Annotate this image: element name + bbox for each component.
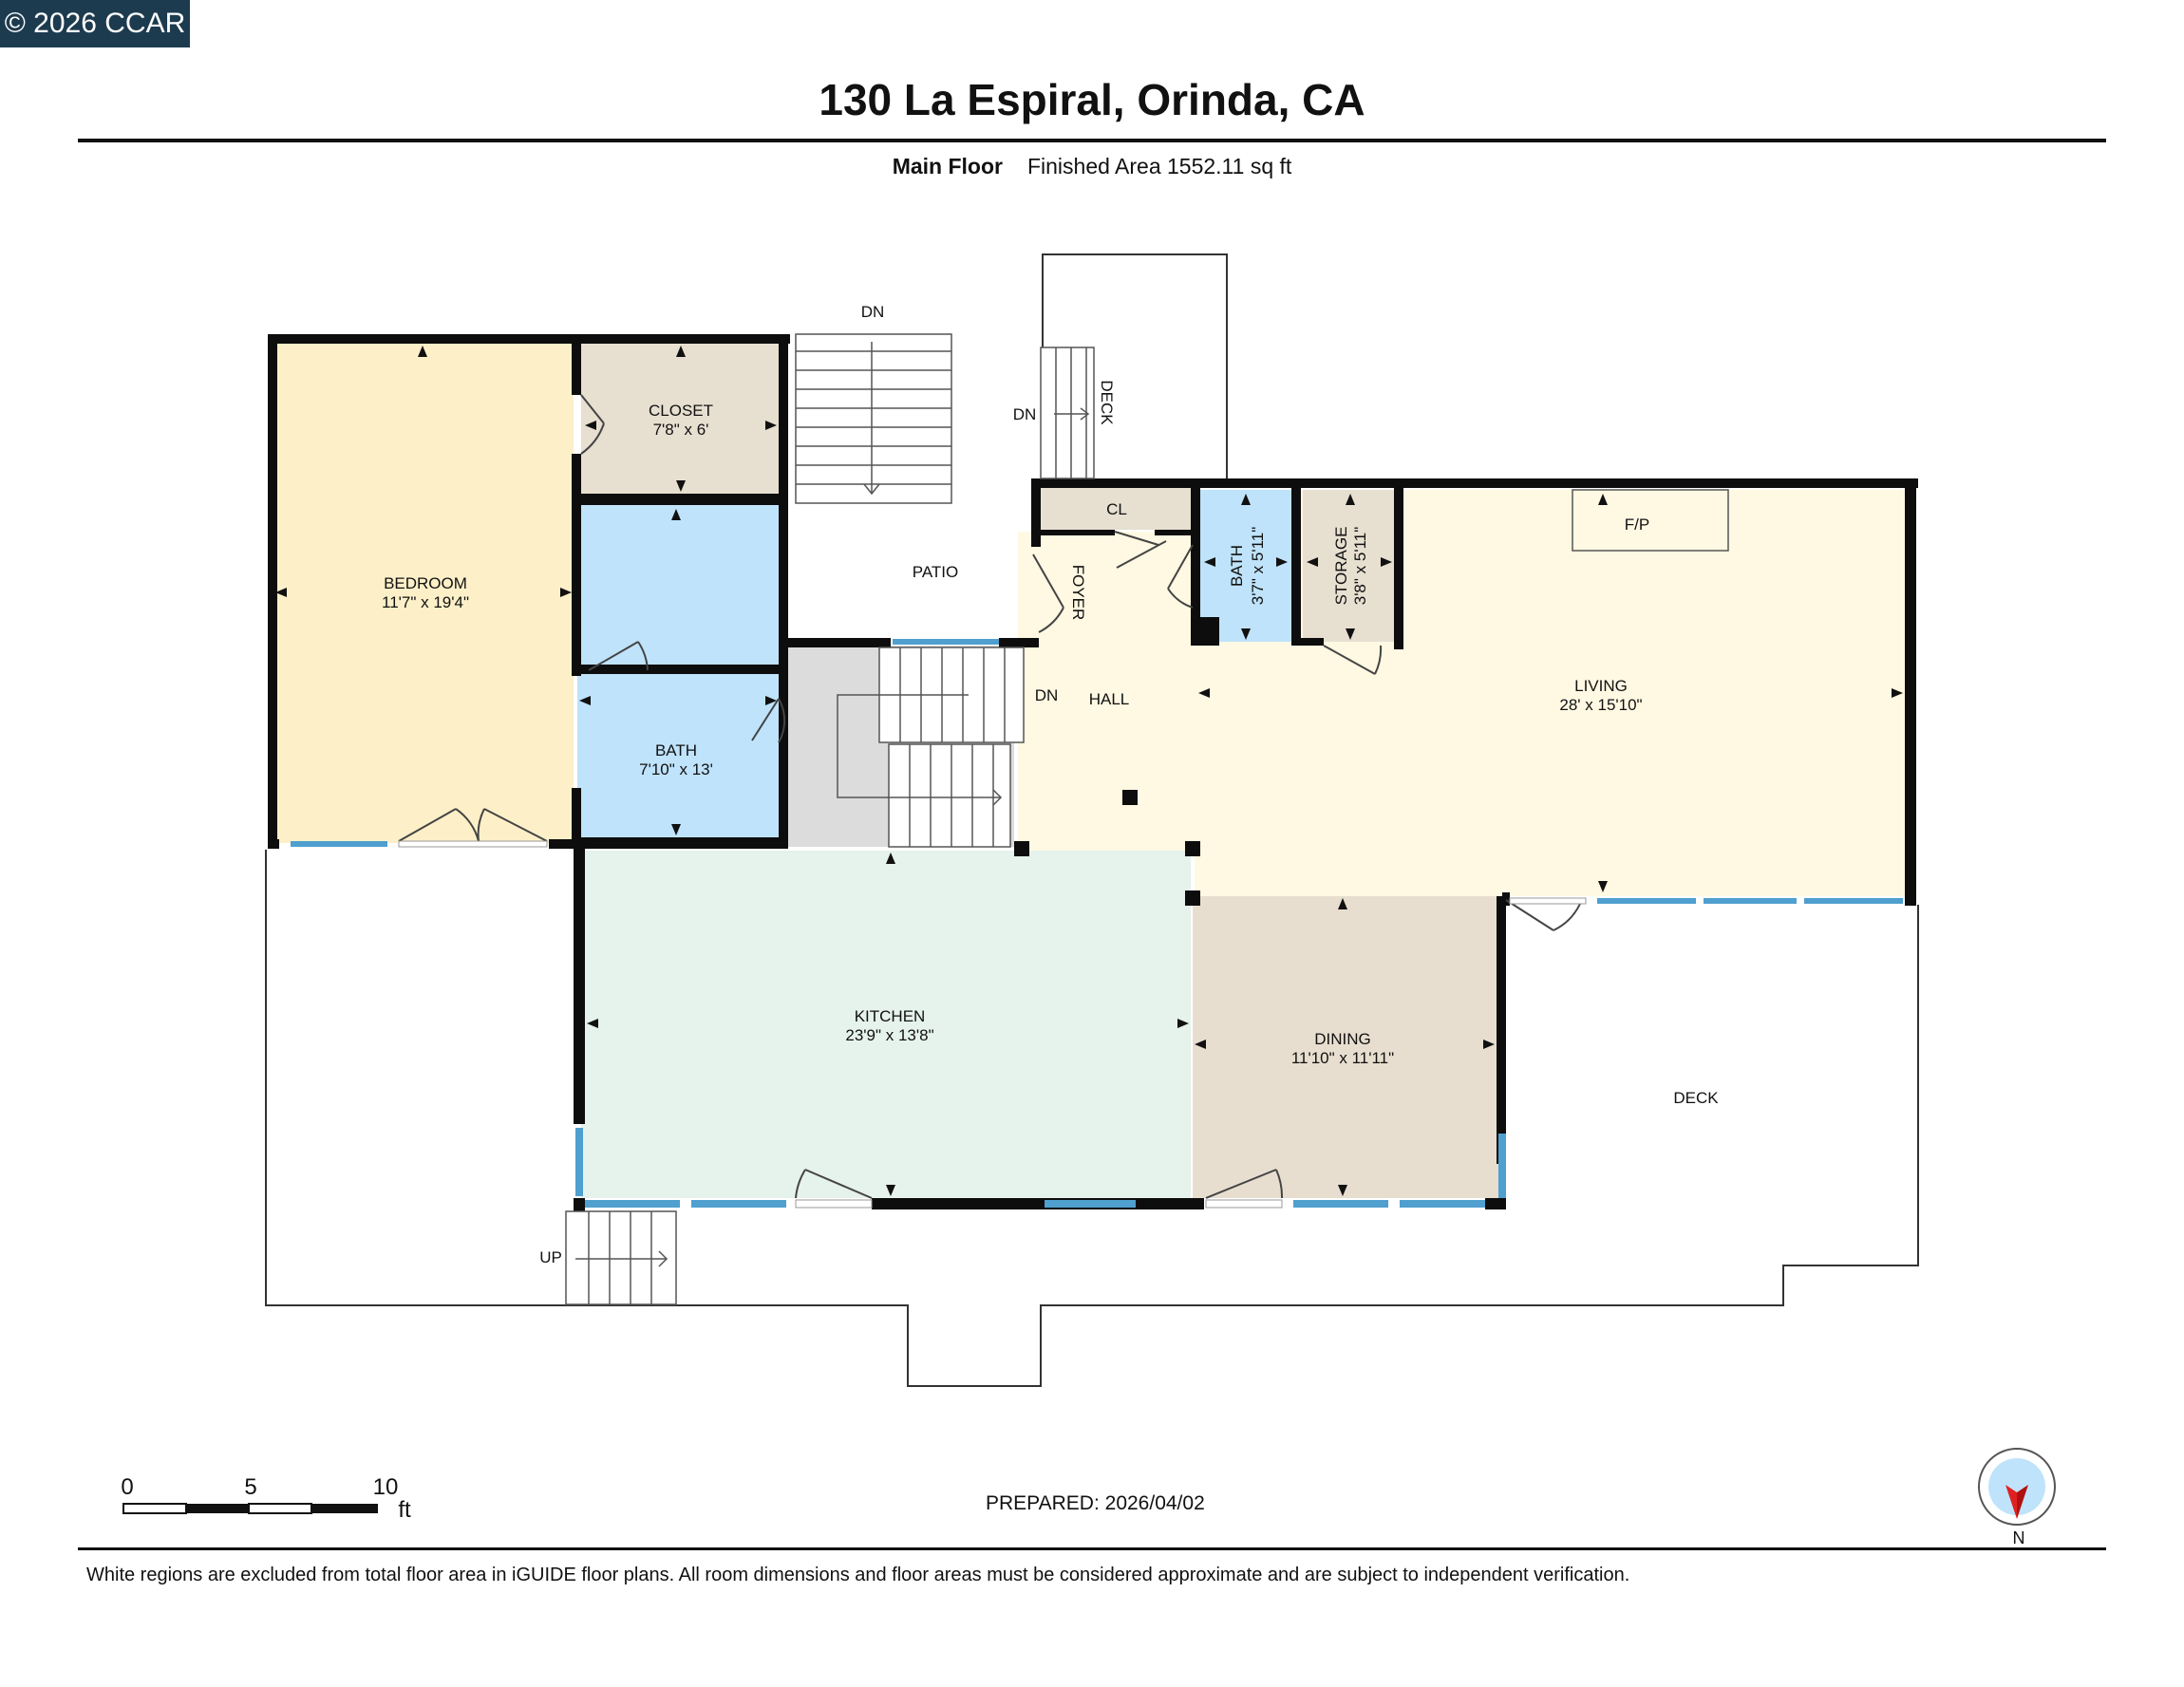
stair-top: [795, 333, 952, 504]
kitchen-label: KITCHEN: [855, 1007, 926, 1025]
scale-tick-5: 5: [244, 1474, 256, 1500]
hall-column: [1122, 790, 1138, 805]
dining-area: [1193, 896, 1498, 1198]
closet-dims: 7'8" x 6': [653, 421, 709, 439]
stair-dn-deck-label: DN: [1013, 405, 1037, 423]
floor-label: Main Floor: [892, 154, 1003, 178]
living-label: LIVING: [1574, 677, 1628, 695]
living-area: [1195, 490, 1905, 896]
compass-icon: N: [1978, 1448, 2056, 1547]
hall-label: HALL: [1089, 690, 1130, 708]
stair-dn-inner-label: DN: [1035, 686, 1059, 704]
living-dims: 28' x 15'10": [1559, 696, 1642, 714]
foyer-label: FOYER: [1069, 565, 1087, 621]
doors: [398, 394, 1581, 1199]
kitchen-area: [581, 851, 1191, 1198]
storage-dims: 3'8" x 5'11": [1351, 527, 1369, 606]
deck-top-label: DECK: [1098, 380, 1116, 425]
dining-dims: 11'10" x 11'11": [1291, 1049, 1394, 1067]
bedroom-area: [275, 342, 574, 843]
bath-left-label: BATH: [655, 741, 697, 759]
stair-up: [565, 1210, 677, 1305]
windows: [291, 639, 1903, 1208]
stair-inner: [837, 647, 1025, 848]
disclaimer-text: White regions are excluded from total fl…: [86, 1565, 1630, 1585]
storage-label: STORAGE: [1332, 527, 1350, 606]
footer-rule: [78, 1547, 2106, 1550]
bedroom-dims: 11'7" x 19'4": [382, 593, 469, 611]
walls: [268, 334, 1918, 1211]
patio-label: PATIO: [913, 563, 959, 581]
bath-upper-area: [581, 505, 779, 666]
stair-deck: [1040, 347, 1095, 479]
floor-subtitle: Main Floor Finished Area 1552.11 sq ft: [0, 154, 2184, 179]
bath-left-dims: 7'10" x 13': [639, 760, 713, 778]
prepared-date: PREPARED: 2026/04/02: [986, 1492, 1205, 1514]
closet-area: [581, 342, 779, 494]
cl-area: [1039, 486, 1191, 530]
hall-area: [1018, 532, 1195, 851]
stair-up-label: UP: [539, 1248, 562, 1266]
page-title: 130 La Espiral, Orinda, CA: [819, 75, 1365, 124]
copyright-badge: © 2026 CCAR: [0, 0, 190, 47]
stair-dn-top-label: DN: [861, 303, 885, 321]
dimension-ticks: [275, 346, 1903, 1196]
scale-tick-10: 10: [373, 1474, 399, 1500]
bath-small-label: BATH: [1228, 545, 1246, 587]
title-rule: [78, 139, 2106, 142]
kitchen-dims: 23'9" x 13'8": [845, 1026, 933, 1044]
fireplace: [1572, 489, 1729, 552]
cl-label: CL: [1106, 500, 1127, 518]
scale-unit: ft: [398, 1497, 411, 1523]
scale-tick-0: 0: [121, 1474, 133, 1500]
bath-left-area: [577, 674, 779, 837]
bedroom-label: BEDROOM: [384, 574, 467, 592]
finished-area: Finished Area 1552.11 sq ft: [1026, 154, 1292, 178]
closet-label: CLOSET: [649, 402, 713, 420]
deck-right-label: DECK: [1673, 1089, 1719, 1107]
compass-label: N: [2013, 1528, 2025, 1547]
dining-label: DINING: [1314, 1030, 1371, 1048]
scale-bar: 0 5 10 ft: [121, 1474, 411, 1523]
door-openings: [398, 840, 1587, 1209]
deck-outline: [265, 850, 1919, 1387]
fp-label: F/P: [1625, 515, 1649, 534]
bath-small-dims: 3'7" x 5'11": [1249, 527, 1267, 606]
